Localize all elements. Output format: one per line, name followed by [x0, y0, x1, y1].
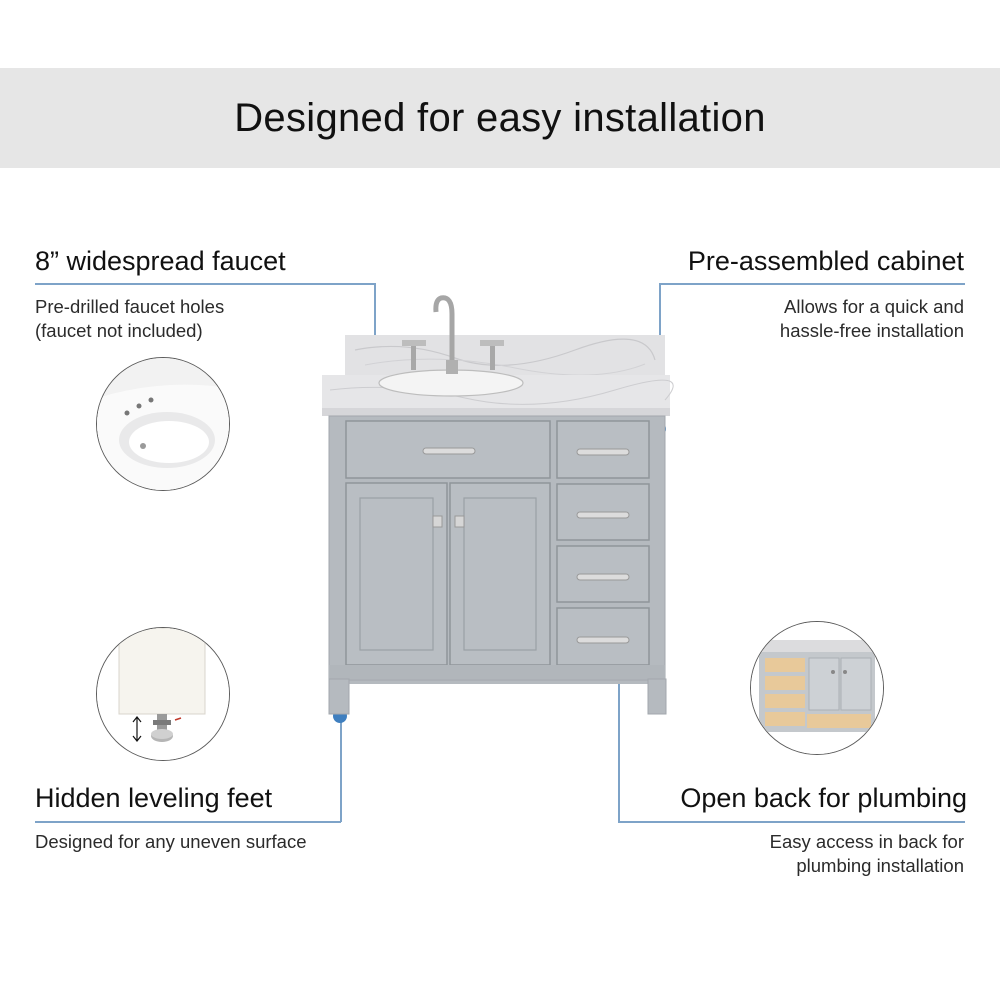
plumbing-feature-desc: Easy access in back for plumbing install…: [770, 830, 964, 878]
plumbing-feature-title: Open back for plumbing: [680, 783, 967, 813]
faucet: [433, 295, 455, 372]
open-back-cabinet-icon: [751, 622, 883, 754]
faucet-leader-vertical: [374, 283, 376, 367]
left-door-knob: [432, 515, 443, 528]
cabinet-desc-line-2: hassle-free installation: [779, 320, 964, 341]
right-door-knob: [454, 515, 465, 528]
cabinet-leader-horizontal: [659, 283, 965, 285]
plumbing-leader-vertical: [618, 618, 620, 822]
faucet-leader-horizontal: [35, 283, 375, 285]
header-banner: Designed for easy installation: [0, 68, 1000, 168]
faucet-feature-title: 8” widespread faucet: [35, 246, 286, 276]
right-door: [449, 482, 551, 666]
feet-leader-horizontal: [35, 821, 341, 823]
cabinet-desc-line-1: Allows for a quick and: [784, 296, 964, 317]
open-back-thumbnail: [750, 621, 884, 755]
feet-leader-vertical: [340, 717, 342, 822]
feet-feature-title: Hidden leveling feet: [35, 783, 273, 813]
plumbing-desc-line-2: plumbing installation: [796, 855, 964, 876]
front-right-leg: [647, 678, 667, 715]
top-drawer-pull: [422, 447, 476, 455]
faucet-handle-left: [411, 342, 416, 370]
feet-feature-desc: Designed for any uneven surface: [35, 831, 307, 852]
faucet-desc-line-1: Pre-drilled faucet holes: [35, 296, 225, 317]
plumbing-desc-line-1: Easy access in back for: [769, 831, 964, 852]
sink-basin-thumbnail: [96, 357, 230, 491]
page-title: Designed for easy installation: [234, 95, 766, 140]
plumbing-leader-horizontal: [618, 821, 965, 823]
front-left-leg: [328, 678, 350, 715]
cabinet-feature-title: Pre-assembled cabinet: [687, 246, 964, 276]
leveling-foot-thumbnail: [96, 627, 230, 761]
sink-basin-icon: [97, 358, 229, 490]
left-door: [345, 482, 448, 666]
leveling-foot-icon: [97, 628, 229, 760]
faucet-feature-desc: Pre-drilled faucet holes (faucet not inc…: [35, 295, 224, 343]
faucet-handle-right: [490, 342, 495, 370]
cabinet-feature-desc: Allows for a quick and hassle-free insta…: [780, 295, 964, 343]
marble-backsplash: [345, 335, 665, 375]
faucet-desc-line-2: (faucet not included): [35, 320, 203, 341]
vanity-illustration: [322, 295, 674, 715]
